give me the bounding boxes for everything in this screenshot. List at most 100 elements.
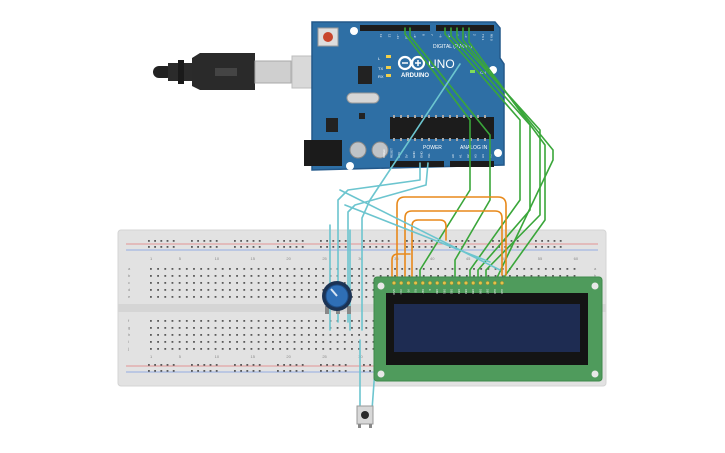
power-rail-hole[interactable] — [455, 246, 457, 248]
terminal-hole[interactable] — [358, 327, 361, 329]
terminal-hole[interactable] — [236, 289, 238, 291]
terminal-hole[interactable] — [257, 341, 260, 343]
terminal-hole[interactable] — [150, 320, 152, 322]
terminal-hole[interactable] — [250, 341, 253, 343]
power-rail-hole[interactable] — [326, 246, 328, 248]
terminal-hole[interactable] — [293, 320, 296, 322]
terminal-hole[interactable] — [394, 268, 396, 270]
terminal-hole[interactable] — [365, 296, 368, 298]
power-rail-hole[interactable] — [160, 240, 163, 242]
terminal-hole[interactable] — [157, 320, 159, 322]
power-rail-hole[interactable] — [215, 246, 218, 248]
power-rail-hole[interactable] — [332, 370, 335, 372]
wire-green-1[interactable] — [404, 27, 471, 283]
terminal-hole[interactable] — [207, 275, 210, 277]
power-rail-hole[interactable] — [240, 364, 242, 366]
terminal-hole[interactable] — [257, 327, 260, 329]
power-rail-hole[interactable] — [209, 246, 212, 248]
power-rail-hole[interactable] — [535, 246, 537, 248]
terminal-hole[interactable] — [236, 348, 238, 350]
terminal-hole[interactable] — [552, 268, 554, 270]
terminal-hole[interactable] — [286, 320, 289, 322]
power-rail-hole[interactable] — [424, 240, 427, 242]
power-rail-hole[interactable] — [338, 246, 341, 248]
terminal-hole[interactable] — [343, 282, 346, 284]
terminal-hole[interactable] — [458, 268, 461, 270]
terminal-hole[interactable] — [465, 268, 468, 270]
terminal-hole[interactable] — [157, 334, 159, 336]
power-rail-hole[interactable] — [516, 240, 519, 242]
terminal-hole[interactable] — [171, 334, 174, 336]
terminal-hole[interactable] — [257, 289, 260, 291]
power-rail-hole[interactable] — [553, 246, 556, 248]
power-rail-hole[interactable] — [430, 246, 433, 248]
terminal-hole[interactable] — [243, 268, 246, 270]
terminal-hole[interactable] — [200, 341, 203, 343]
terminal-hole[interactable] — [473, 275, 475, 277]
terminal-hole[interactable] — [286, 289, 289, 291]
power-rail-hole[interactable] — [240, 370, 242, 372]
terminal-hole[interactable] — [322, 320, 325, 322]
terminal-hole[interactable] — [279, 348, 282, 350]
terminal-hole[interactable] — [200, 296, 203, 298]
power-rail-hole[interactable] — [535, 240, 537, 242]
terminal-hole[interactable] — [178, 341, 181, 343]
terminal-hole[interactable] — [343, 320, 346, 322]
terminal-hole[interactable] — [200, 334, 203, 336]
terminal-hole[interactable] — [272, 275, 274, 277]
terminal-hole[interactable] — [322, 348, 325, 350]
terminal-hole[interactable] — [372, 320, 375, 322]
terminal-hole[interactable] — [544, 268, 547, 270]
terminal-hole[interactable] — [351, 320, 353, 322]
terminal-hole[interactable] — [164, 282, 167, 284]
power-rail-hole[interactable] — [344, 370, 347, 372]
terminal-hole[interactable] — [150, 275, 152, 277]
lcd-pin[interactable] — [449, 281, 454, 286]
power-rail-hole[interactable] — [295, 240, 298, 242]
lcd-pin[interactable] — [485, 281, 490, 286]
terminal-hole[interactable] — [236, 268, 238, 270]
terminal-hole[interactable] — [386, 268, 389, 270]
terminal-hole[interactable] — [171, 275, 174, 277]
terminal-hole[interactable] — [164, 296, 167, 298]
terminal-hole[interactable] — [365, 334, 368, 336]
terminal-hole[interactable] — [243, 341, 246, 343]
lcd-pin[interactable] — [456, 281, 461, 286]
terminal-hole[interactable] — [430, 268, 432, 270]
power-rail-hole[interactable] — [289, 240, 292, 242]
terminal-hole[interactable] — [193, 320, 195, 322]
terminal-hole[interactable] — [530, 268, 533, 270]
terminal-hole[interactable] — [157, 268, 159, 270]
terminal-hole[interactable] — [351, 282, 353, 284]
power-rail-hole[interactable] — [344, 364, 347, 366]
terminal-hole[interactable] — [279, 275, 282, 277]
terminal-hole[interactable] — [293, 327, 296, 329]
terminal-hole[interactable] — [250, 327, 253, 329]
terminal-hole[interactable] — [372, 268, 375, 270]
terminal-hole[interactable] — [272, 348, 274, 350]
lcd-pin[interactable] — [413, 281, 418, 286]
terminal-hole[interactable] — [300, 282, 303, 284]
terminal-hole[interactable] — [236, 334, 238, 336]
power-rail-hole[interactable] — [252, 246, 255, 248]
power-rail-hole[interactable] — [191, 240, 193, 242]
terminal-hole[interactable] — [329, 334, 332, 336]
power-rail-hole[interactable] — [148, 370, 150, 372]
terminal-hole[interactable] — [286, 296, 289, 298]
terminal-hole[interactable] — [530, 275, 533, 277]
power-rail-hole[interactable] — [258, 240, 261, 242]
terminal-hole[interactable] — [279, 296, 282, 298]
terminal-hole[interactable] — [157, 296, 159, 298]
terminal-hole[interactable] — [236, 320, 238, 322]
terminal-hole[interactable] — [171, 320, 174, 322]
power-rail-hole[interactable] — [160, 364, 163, 366]
power-rail-hole[interactable] — [234, 364, 236, 366]
power-rail-hole[interactable] — [283, 364, 285, 366]
terminal-hole[interactable] — [307, 348, 310, 350]
terminal-hole[interactable] — [379, 268, 382, 270]
terminal-hole[interactable] — [465, 275, 468, 277]
terminal-hole[interactable] — [351, 275, 353, 277]
wire-green-5[interactable] — [456, 27, 541, 283]
terminal-hole[interactable] — [185, 289, 188, 291]
